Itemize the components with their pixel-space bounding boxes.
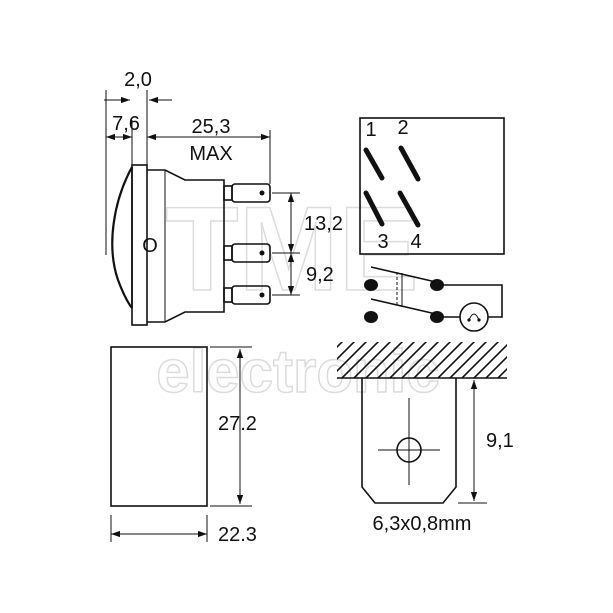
pin-layout: 1 2 3 4 bbox=[359, 117, 505, 255]
lamp-icon bbox=[459, 302, 489, 332]
dim-front-height: 27.2 bbox=[218, 413, 257, 435]
contact-3-4-right bbox=[397, 190, 421, 228]
mounting-hatch bbox=[337, 342, 507, 378]
pin-label-4: 4 bbox=[410, 231, 421, 253]
pin-label-1: 1 bbox=[365, 119, 376, 141]
dim-rocker-depth: 7,6 bbox=[112, 113, 140, 135]
contact-1-2-right bbox=[398, 145, 421, 182]
terminal-dot-3 bbox=[364, 311, 378, 323]
dim-terminal-pitch-upper: 13,2 bbox=[304, 213, 343, 235]
terminal-dot-1 bbox=[364, 279, 378, 291]
tab-outline bbox=[361, 378, 457, 504]
terminal-upper bbox=[223, 183, 271, 203]
contact-3-4-left bbox=[363, 190, 385, 227]
terminal-middle bbox=[223, 243, 271, 263]
rocker-mark: O bbox=[142, 235, 158, 257]
terminal-lower bbox=[223, 285, 271, 305]
dim-tab-length: 9,1 bbox=[486, 430, 514, 452]
front-view: 27.2 22.3 bbox=[110, 346, 257, 546]
lamp-wire bbox=[437, 284, 503, 318]
side-view: O 2,0 7 bbox=[104, 69, 343, 326]
dim-flange-thickness: 2,0 bbox=[124, 69, 152, 91]
front-outline bbox=[110, 346, 208, 507]
rocker-profile bbox=[111, 166, 133, 309]
switch-blade-upper bbox=[370, 266, 437, 283]
terminal-tab-detail: 9,1 6,3x0,8mm bbox=[337, 342, 514, 535]
pin-label-3: 3 bbox=[377, 231, 388, 253]
dim-body-length: 25,3 bbox=[192, 116, 231, 138]
contact-1-2-left bbox=[363, 147, 385, 181]
dim-front-width: 22.3 bbox=[218, 524, 257, 546]
dim-tab-size: 6,3x0,8mm bbox=[373, 513, 472, 535]
pin-layout-frame bbox=[359, 117, 505, 255]
dim-body-length-note: MAX bbox=[189, 143, 232, 165]
pin-label-2: 2 bbox=[397, 117, 408, 139]
flange bbox=[131, 164, 148, 326]
switch-blade-lower bbox=[370, 298, 437, 315]
circuit-schematic bbox=[364, 266, 503, 332]
dim-terminal-pitch-lower: 9,2 bbox=[306, 264, 334, 286]
